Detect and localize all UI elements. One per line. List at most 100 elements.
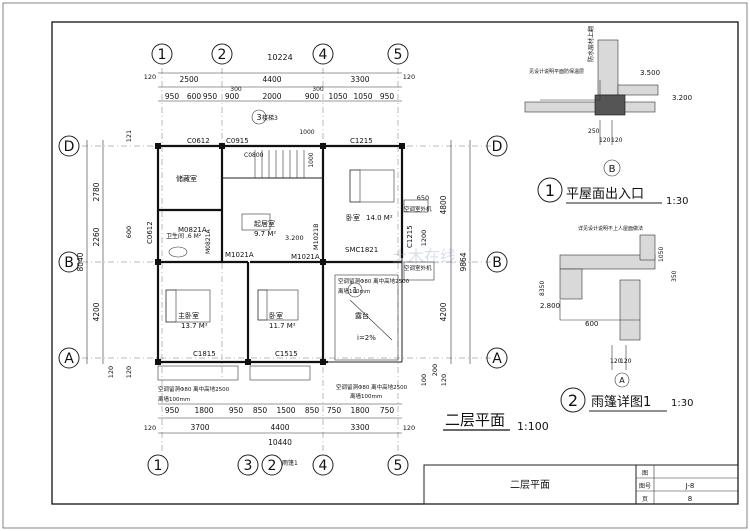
- svg-text:120: 120: [610, 358, 622, 365]
- svg-text:3: 3: [244, 458, 253, 474]
- plan-caption: 二层平面 1:100: [443, 411, 549, 433]
- svg-text:950: 950: [165, 406, 180, 415]
- svg-text:1200: 1200: [420, 230, 428, 247]
- svg-text:1: 1: [158, 47, 167, 63]
- svg-text:见设计说明平面防保温层: 见设计说明平面防保温层: [529, 68, 584, 75]
- svg-text:4: 4: [319, 458, 328, 474]
- svg-text:350: 350: [671, 270, 678, 282]
- axis-bubble: 2: [211, 43, 233, 65]
- svg-text:B: B: [609, 164, 616, 175]
- svg-text:900: 900: [305, 92, 320, 101]
- axis-bubble: B: [58, 251, 80, 273]
- axis-bubble: D: [58, 135, 80, 157]
- svg-text:页: 页: [642, 496, 648, 503]
- svg-text:二层平面: 二层平面: [445, 411, 505, 429]
- svg-text:950: 950: [229, 406, 244, 415]
- svg-text:防水层材上翻: 防水层材上翻: [587, 26, 595, 62]
- axis-bubble: 1: [151, 43, 173, 65]
- inner-border: [51, 21, 739, 505]
- room-name: 起居室: [254, 219, 275, 228]
- svg-text:121: 121: [125, 130, 133, 142]
- svg-text:120: 120: [403, 424, 415, 432]
- svg-text:M1021A: M1021A: [225, 251, 254, 259]
- svg-text:200: 200: [431, 364, 439, 376]
- svg-text:2500: 2500: [179, 75, 198, 84]
- svg-text:4: 4: [319, 47, 328, 63]
- svg-text:4200: 4200: [92, 302, 101, 321]
- svg-text:600: 600: [585, 320, 598, 328]
- axis-bubble: 3: [237, 454, 259, 476]
- room-area: 9.7 M²: [254, 230, 276, 238]
- svg-text:3700: 3700: [190, 423, 209, 432]
- svg-text:1500: 1500: [276, 406, 295, 415]
- detail-1-title: 1 平屋面出入口 1:30: [537, 177, 688, 207]
- svg-text:3300: 3300: [350, 423, 369, 432]
- svg-text:2.800: 2.800: [540, 302, 560, 310]
- svg-text:650: 650: [417, 194, 429, 202]
- svg-text:A: A: [619, 376, 625, 385]
- room-area: 11.7 M²: [269, 322, 296, 330]
- watermark: 土木在线: [392, 247, 456, 266]
- svg-text:850: 850: [305, 406, 320, 415]
- axis-bubble: 2: [261, 454, 283, 476]
- svg-text:4800: 4800: [439, 195, 448, 214]
- svg-text:250: 250: [588, 128, 600, 135]
- svg-text:A: A: [492, 351, 502, 367]
- detail-2-title: 2 雨篷详图1 1:30: [560, 387, 693, 413]
- svg-text:离墙100mm: 离墙100mm: [158, 395, 190, 403]
- svg-text:120: 120: [144, 73, 156, 81]
- svg-text:C1515: C1515: [275, 350, 298, 358]
- svg-text:2780: 2780: [92, 182, 101, 201]
- svg-text:750: 750: [327, 406, 342, 415]
- svg-text:1: 1: [352, 286, 357, 295]
- room-area: .6 M²: [186, 233, 202, 240]
- svg-text:600: 600: [187, 92, 202, 101]
- svg-text:2260: 2260: [92, 227, 101, 246]
- svg-text:4400: 4400: [262, 75, 281, 84]
- svg-text:950: 950: [203, 92, 218, 101]
- svg-text:2: 2: [568, 391, 578, 410]
- svg-text:120: 120: [599, 137, 611, 144]
- title-drawing-name: 二层平面: [510, 479, 550, 491]
- svg-text:M1021A: M1021A: [291, 253, 320, 261]
- svg-text:120: 120: [403, 73, 415, 81]
- svg-text:100: 100: [420, 374, 428, 386]
- svg-text:1:30: 1:30: [671, 398, 693, 409]
- svg-text:120: 120: [144, 424, 156, 432]
- svg-text:850: 850: [253, 406, 268, 415]
- svg-text:300: 300: [312, 86, 324, 93]
- svg-text:C1215: C1215: [406, 225, 414, 248]
- svg-text:950: 950: [380, 92, 395, 101]
- svg-text:空调室外机: 空调室外机: [404, 264, 432, 272]
- room-labels: 储藏室 起居室 9.7 M² 卧室 14.0 M² 卫生间 .6 M² 主卧室 …: [166, 174, 393, 330]
- axis-bubble: D: [486, 135, 508, 157]
- svg-text:A: A: [64, 351, 74, 367]
- svg-text:3300: 3300: [350, 75, 369, 84]
- opening-tags: C0612 C0915 C1215 C0612 M0821A M0821A M1…: [146, 137, 414, 358]
- axis-right: D B A: [486, 135, 508, 369]
- svg-text:C0915: C0915: [226, 137, 249, 145]
- svg-text:3: 3: [256, 113, 261, 122]
- detail-roof-entrance: B 防水层材上翻 见设计说明平面防保温层 3.500 3.200 120 120…: [524, 26, 692, 177]
- svg-text:2000: 2000: [262, 92, 281, 101]
- svg-text:图号: 图号: [639, 483, 651, 490]
- svg-text:3.500: 3.500: [640, 69, 660, 77]
- svg-text:120: 120: [440, 374, 448, 386]
- svg-text:1000: 1000: [299, 129, 314, 136]
- svg-text:C0800: C0800: [244, 152, 264, 159]
- svg-text:950: 950: [165, 92, 180, 101]
- dims-top: 10224 2500 4400 3300 120 120 950 600 950…: [144, 53, 415, 168]
- svg-text:1800: 1800: [350, 406, 369, 415]
- svg-text:8350: 8350: [539, 281, 546, 296]
- svg-text:9864: 9864: [459, 252, 468, 271]
- axis-bubble: B: [486, 251, 508, 273]
- svg-text:楼梯3: 楼梯3: [262, 114, 278, 122]
- axis-bubble: A: [486, 347, 508, 369]
- svg-text:900: 900: [225, 92, 240, 101]
- room-name: 主卧室: [178, 311, 199, 320]
- svg-text:图: 图: [642, 470, 648, 477]
- svg-text:M0821A: M0821A: [205, 229, 212, 254]
- dims-left: 2780 2260 4200 8040 600 120 120 121: [76, 130, 133, 378]
- svg-text:C0612: C0612: [187, 137, 210, 145]
- column-posts: [155, 143, 405, 365]
